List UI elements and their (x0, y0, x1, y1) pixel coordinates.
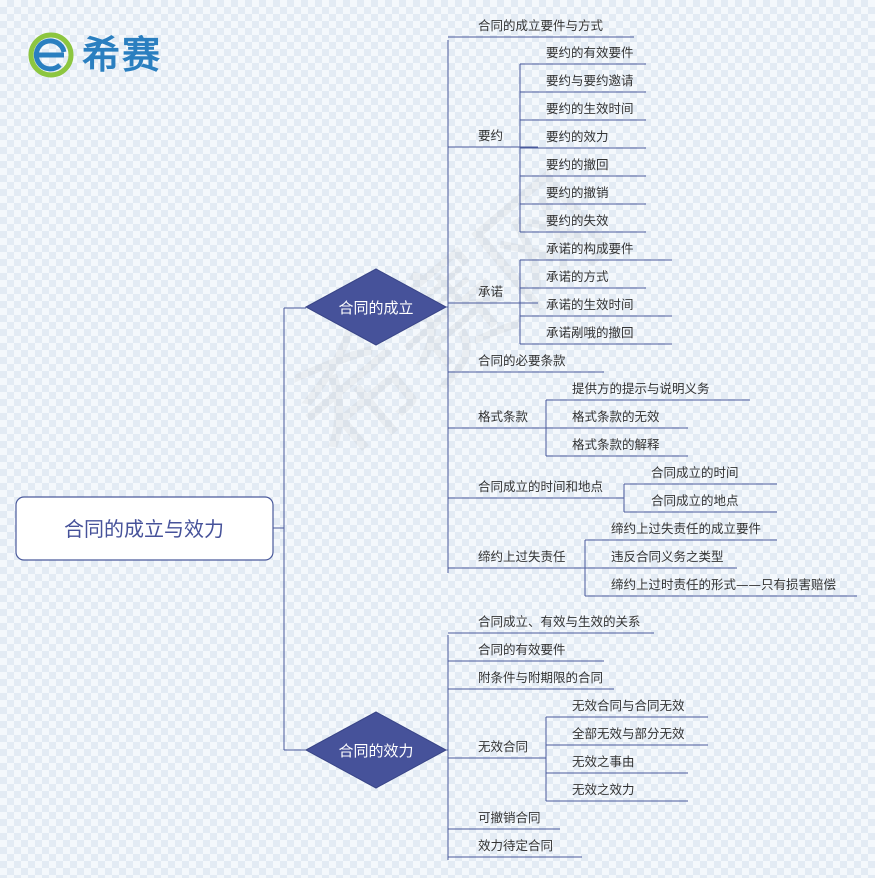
leaf-label-1-5-2: 格式条款的无效 (572, 409, 660, 424)
leaf-label-1-3-3: 承诺的生效时间 (546, 297, 634, 312)
child-label-1-1: 合同的成立要件与方式 (478, 18, 604, 33)
leaf-label-2-4-4: 无效之效力 (572, 782, 635, 797)
branch-label-1: 合同的成立 (338, 299, 413, 317)
child-label-2-4: 无效合同 (478, 739, 528, 754)
leaf-label-1-3-2: 承诺的方式 (546, 269, 609, 284)
leaf-label-1-6-2: 合同成立的地点 (651, 493, 739, 508)
root-label: 合同的成立与效力 (64, 517, 224, 541)
child-label-1-2: 要约 (478, 128, 503, 143)
leaf-label-2-4-2: 全部无效与部分无效 (572, 726, 685, 741)
brand-logo: 希赛 (26, 30, 162, 80)
child-label-2-1: 合同成立、有效与生效的关系 (478, 614, 641, 629)
brand-name: 希赛 (82, 33, 163, 77)
leaf-label-1-3-1: 承诺的构成要件 (546, 241, 634, 256)
child-label-2-3: 附条件与附期限的合同 (478, 670, 603, 685)
leaf-label-1-7-2: 违反合同义务之类型 (611, 549, 724, 564)
leaf-label-1-3-4: 承诺剐哦的撤回 (546, 325, 634, 340)
leaf-label-1-2-1: 要约的有效要件 (546, 45, 634, 60)
leaf-label-1-5-1: 提供方的提示与说明义务 (572, 381, 710, 396)
child-label-1-6: 合同成立的时间和地点 (478, 479, 603, 494)
child-label-1-3: 承诺 (478, 284, 503, 299)
child-label-1-5: 格式条款 (478, 409, 529, 424)
branch-label-2: 合同的效力 (338, 742, 413, 760)
child-label-2-6: 效力待定合同 (478, 838, 553, 853)
logo-e-icon (28, 32, 74, 78)
leaf-label-1-7-1: 缔约上过失责任的成立要件 (611, 521, 761, 536)
leaf-label-1-5-3: 格式条款的解释 (572, 437, 660, 452)
leaf-label-1-2-2: 要约与要约邀请 (546, 73, 634, 88)
leaf-label-2-4-1: 无效合同与合同无效 (572, 698, 685, 713)
child-label-2-5: 可撤销合同 (478, 810, 541, 825)
leaf-label-1-2-7: 要约的失效 (546, 213, 609, 228)
leaf-label-1-2-6: 要约的撤销 (546, 185, 609, 200)
leaf-label-2-4-3: 无效之事由 (572, 754, 635, 769)
leaf-label-1-2-4: 要约的效力 (546, 129, 609, 144)
leaf-label-1-7-3: 缔约上过时责任的形式——只有损害赔偿 (611, 577, 836, 592)
leaf-label-1-6-1: 合同成立的时间 (651, 465, 739, 480)
leaf-label-1-2-5: 要约的撤回 (546, 157, 609, 172)
child-label-1-7: 缔约上过失责任 (478, 549, 566, 564)
child-label-2-2: 合同的有效要件 (478, 642, 566, 657)
leaf-label-1-2-3: 要约的生效时间 (546, 101, 634, 116)
child-label-1-4: 合同的必要条款 (478, 353, 566, 368)
